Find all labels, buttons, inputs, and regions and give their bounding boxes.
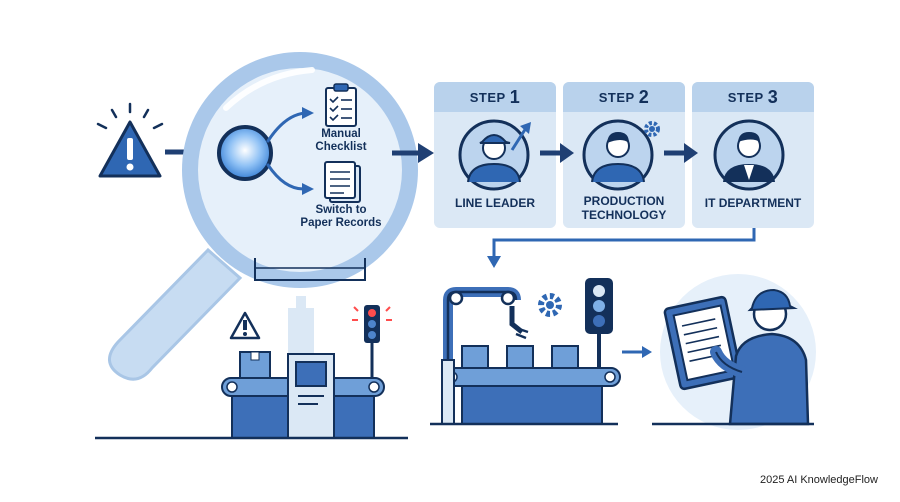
line-leader-avatar xyxy=(458,119,531,191)
arrow-to-steps xyxy=(392,143,434,163)
production-tech-avatar xyxy=(582,119,654,191)
option-line: Paper Records xyxy=(300,217,382,229)
footer-credit: 2025 AI KnowledgeFlow xyxy=(759,474,878,486)
ghost-structure xyxy=(288,296,314,354)
branch-arrows xyxy=(266,111,307,191)
warning-icon xyxy=(96,102,164,178)
return-arrow xyxy=(487,228,756,268)
it-department-avatar xyxy=(713,119,785,191)
paper-records-icon xyxy=(324,161,361,203)
gear-icon-production xyxy=(538,293,562,317)
small-warning-icon xyxy=(229,311,261,340)
option-line: Switch to xyxy=(315,204,367,216)
conveyor-middle xyxy=(441,345,621,425)
worker-with-clipboard xyxy=(660,274,816,430)
robot-arm xyxy=(443,287,529,360)
step-connector-arrows xyxy=(540,143,698,163)
traffic-light-middle xyxy=(585,278,613,372)
option-line: Manual xyxy=(321,128,361,140)
option-manual-checklist: Manual Checklist xyxy=(306,128,376,154)
decision-node xyxy=(217,125,273,181)
gear-icon xyxy=(644,121,660,137)
option-line: Checklist xyxy=(315,141,367,153)
checklist-icon xyxy=(325,83,357,127)
arrow-to-record xyxy=(622,346,652,358)
option-paper-records: Switch to Paper Records xyxy=(296,204,386,230)
machine-left xyxy=(287,353,335,439)
